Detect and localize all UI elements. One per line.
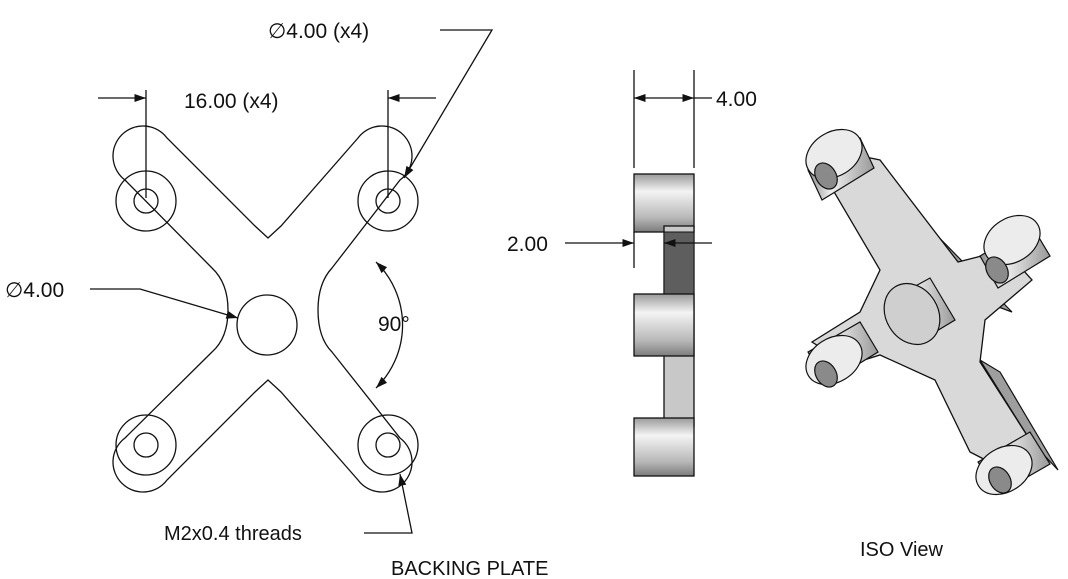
side-view: 4.00 2.00: [507, 70, 757, 477]
boss-bottom-right: [357, 414, 419, 476]
part-name-caption: BACKING PLATE: [391, 558, 548, 579]
iso-boss-ne: [979, 214, 1051, 289]
iso-boss-nw: [805, 128, 875, 201]
angle-label: 90°: [378, 313, 410, 336]
iso-boss-center: [883, 277, 956, 346]
boss-bottom-left: [115, 414, 177, 476]
iso-boss-se: [975, 431, 1051, 496]
side-plate-shadow: [663, 231, 695, 295]
side-boss-top: [633, 173, 695, 233]
front-view-outline: [112, 125, 413, 493]
threads-leader: [364, 473, 413, 534]
spacing-dimension: 16.00 (x4): [184, 90, 279, 113]
center-boss: [236, 294, 298, 356]
hole-diameter-leader: [403, 29, 494, 179]
iso-view-caption: ISO View: [860, 539, 944, 561]
iso-boss-sw: [805, 321, 879, 388]
hole-diameter-x4-label: ∅4.00 (x4): [268, 20, 369, 43]
hole-bottom-left: [133, 432, 159, 458]
hole-bottom-right: [375, 432, 401, 458]
angle-dimension-arc: [375, 261, 404, 389]
thickness-label: 4.00: [716, 88, 757, 111]
side-center-boss: [633, 293, 695, 357]
center-diameter-label: ∅4.00: [5, 279, 64, 302]
step-label: 2.00: [507, 233, 548, 256]
front-view: 16.00 (x4) ∅4.00 (x4) ∅4.00 90° M2x0.4 t…: [5, 20, 494, 545]
iso-view: [805, 128, 1059, 496]
side-boss-bottom: [633, 417, 695, 477]
center-diameter-leader: [90, 288, 239, 319]
threads-label: M2x0.4 threads: [164, 523, 302, 545]
